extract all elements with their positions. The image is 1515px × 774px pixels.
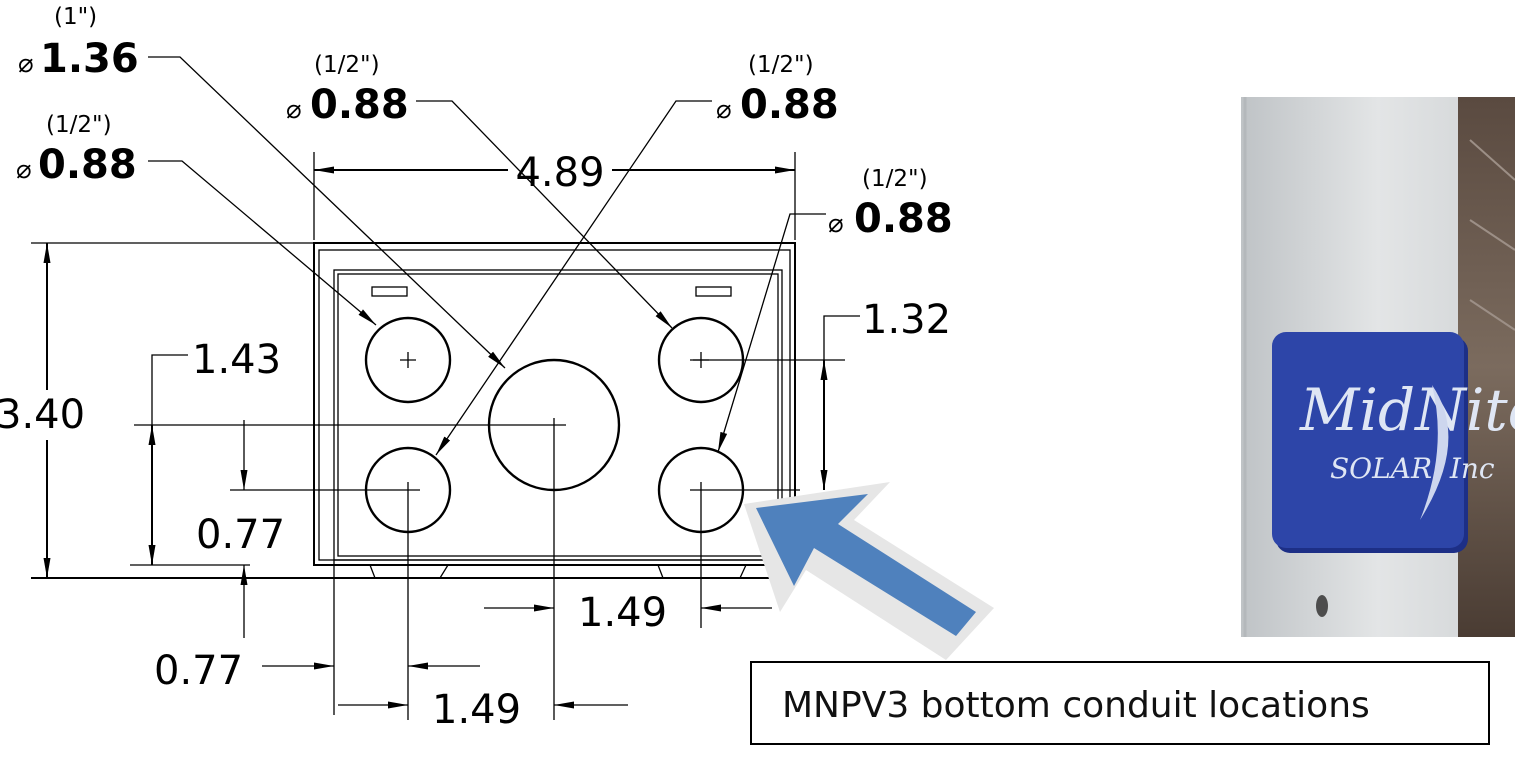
dim-left-lower-offset: 0.77: [130, 420, 285, 638]
dim-left-lower-offset-label: 0.77: [196, 512, 285, 558]
hole-top-left: [364, 316, 452, 404]
callout-top-left-size: (1/2"): [46, 112, 112, 138]
callout-top-left-diameter: 0.88: [38, 142, 137, 188]
diameter-symbol-icon: ⌀: [18, 49, 34, 79]
dim-left-hole-height: 1.43: [148, 337, 281, 565]
callout-center-size: (1"): [54, 4, 97, 30]
product-photo: MidNite SOLAR, Inc: [1241, 97, 1515, 637]
callout-top-right-diameter: 0.88: [310, 82, 409, 128]
callout-top-left-hole: (1/2") ⌀ 0.88: [16, 112, 377, 326]
dim-bottom-left-offset-label: 0.77: [154, 648, 243, 694]
dim-left-hole-height-label: 1.43: [192, 337, 281, 383]
callout-center-hole: (1") ⌀ 1.36: [18, 4, 506, 369]
callout-top-right-size: (1/2"): [314, 52, 380, 78]
caption-text: MNPV3 bottom conduit locations: [782, 685, 1370, 726]
diameter-symbol-icon: ⌀: [828, 209, 844, 239]
dim-overall-width: 4.89: [314, 150, 795, 196]
dim-left-horizontal-spacing: 1.49: [338, 687, 628, 733]
dim-overall-height-label: 3.40: [0, 392, 85, 438]
callout-bottom-left-hole: (1/2") ⌀ 0.88: [435, 52, 839, 456]
dim-right-hole-spacing: 1.32: [820, 297, 951, 490]
logo-text-line1: MidNite: [1299, 376, 1515, 444]
diameter-symbol-icon: ⌀: [286, 95, 302, 125]
callout-bottom-left-size: (1/2"): [748, 52, 814, 78]
diameter-symbol-icon: ⌀: [16, 155, 32, 185]
callout-top-right-hole: (1/2") ⌀ 0.88: [286, 52, 673, 329]
callout-bottom-right-hole: (1/2") ⌀ 0.88: [717, 166, 953, 453]
dim-left-horizontal-spacing-label: 1.49: [432, 687, 521, 733]
callout-center-diameter: 1.36: [40, 36, 139, 82]
logo-text-line2: SOLAR, Inc: [1330, 452, 1495, 485]
callout-bottom-right-diameter: 0.88: [854, 196, 953, 242]
caption-box: MNPV3 bottom conduit locations: [750, 661, 1490, 745]
dim-right-hole-spacing-label: 1.32: [862, 297, 951, 343]
dim-right-horizontal-spacing: 1.49: [484, 590, 772, 636]
dim-bottom-left-offset: 0.77: [154, 648, 480, 694]
diameter-symbol-icon: ⌀: [716, 95, 732, 125]
dim-overall-height: 3.40: [0, 243, 85, 578]
dim-right-horizontal-spacing-label: 1.49: [578, 590, 667, 636]
callout-bottom-left-diameter: 0.88: [740, 82, 839, 128]
callout-arrow-icon: [744, 482, 994, 660]
dim-overall-width-label: 4.89: [515, 150, 604, 196]
callout-bottom-right-size: (1/2"): [862, 166, 928, 192]
extension-lines: [31, 152, 845, 720]
